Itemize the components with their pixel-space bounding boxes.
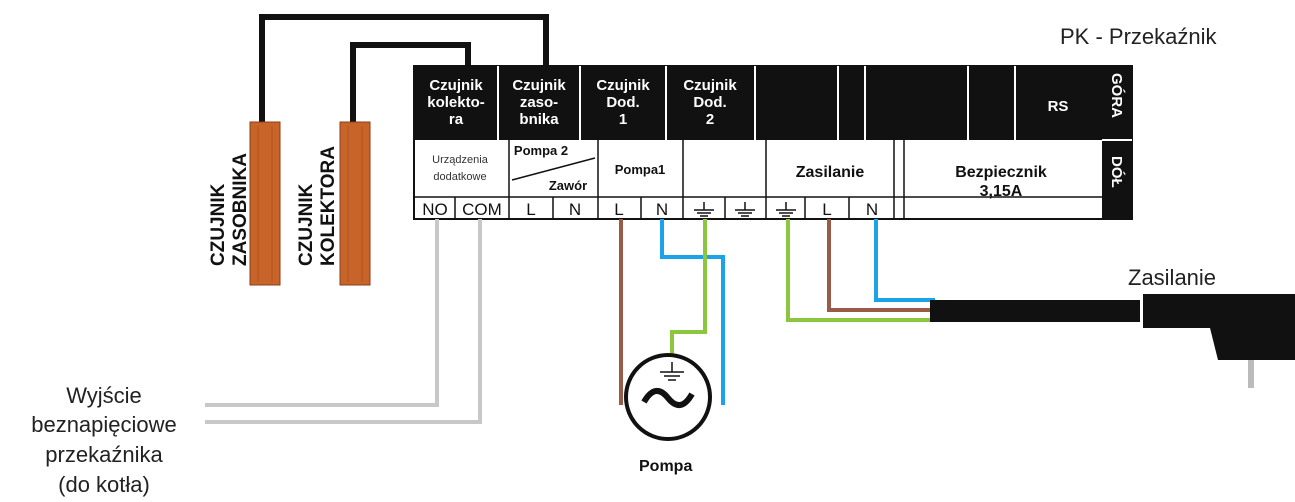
terminal-l-pompa2: L [526,200,535,219]
svg-text:KOLEKTORA: KOLEKTORA [318,146,339,266]
header-zasobnika-2: zaso- [520,94,558,111]
sensor-zasobnika-label: CZUJNIK ZASOBNIKA [208,153,251,266]
header-dod2-3: 2 [706,111,714,128]
power-plug [1143,294,1295,328]
terminal-n-zasilanie: N [866,200,878,219]
header-dod2-1: Czujnik [683,77,737,94]
svg-text:CZUJNIK: CZUJNIK [208,183,229,266]
power-cable [930,300,1140,322]
pompa2-label: Pompa 2 [514,143,568,158]
terminal-l-pompa1: L [614,200,623,219]
urzadzenia-1: Urządzenia [432,154,489,166]
bezpiecznik-2: 3,15A [980,183,1023,200]
svg-text:ZASOBNIKA: ZASOBNIKA [230,153,251,266]
svg-text:(do kotła): (do kotła) [58,472,150,497]
header-dod1-1: Czujnik [596,77,650,94]
ac-wave-icon [641,388,695,408]
ground-icons [694,202,796,217]
terminal-n-pompa1: N [656,200,668,219]
header-dod1-2: Dod. [606,94,639,111]
urzadzenia-2: dodatkowe [433,171,486,183]
header-zasobnika-3: bnika [519,111,559,128]
pump-wires [619,219,725,405]
ground-icon-2 [735,202,755,217]
svg-text:beznapięciowe: beznapięciowe [31,412,177,437]
power-wires [786,219,935,322]
sensor-zasobnika [249,121,281,286]
terminal-com: COM [462,200,502,219]
sensor-kolektora-label: CZUJNIK KOLEKTORA [296,146,339,266]
header-kolektora-1: Czujnik [429,77,483,94]
terminal-l-zasilanie: L [822,200,831,219]
ground-icon-3 [776,202,796,217]
svg-text:Wyjście: Wyjście [66,383,142,408]
zawor-label: Zawór [549,178,587,193]
svg-text:przekaźnika: przekaźnika [45,442,163,467]
terminal-no: NO [422,200,448,219]
zasilanie-label: Zasilanie [796,164,865,181]
ground-icon-1 [694,202,714,217]
label-gora: GÓRA [1108,73,1126,118]
header-rs: RS [1048,98,1069,115]
pompa1-label: Pompa1 [615,162,666,177]
terminal-n-pompa2: N [569,200,581,219]
pump-label: Pompa [639,458,692,475]
side-strip [1102,66,1132,219]
plug-body [1210,328,1295,360]
label-dol: DÓŁ [1108,156,1126,188]
header-kolektora-2: kolekto- [427,94,485,111]
bezpiecznik-1: Bezpiecznik [955,164,1047,181]
sensor-kolektora [339,121,371,286]
power-label: Zasilanie [1128,265,1216,290]
pump-ground-icon [660,362,684,381]
plug-pin [1248,360,1254,388]
device-title: PK - Przekaźnik [1060,24,1217,49]
boiler-output-label: Wyjście beznapięciowe przekaźnika (do ko… [31,383,177,497]
header-dod1-3: 1 [619,111,627,128]
header-kolektora-3: ra [449,111,464,128]
header-row [414,66,1102,140]
svg-text:CZUJNIK: CZUJNIK [296,183,317,266]
boiler-output-wires [205,219,482,424]
header-dod2-2: Dod. [693,94,726,111]
sensor-cables [259,14,549,125]
header-zasobnika-1: Czujnik [512,77,566,94]
